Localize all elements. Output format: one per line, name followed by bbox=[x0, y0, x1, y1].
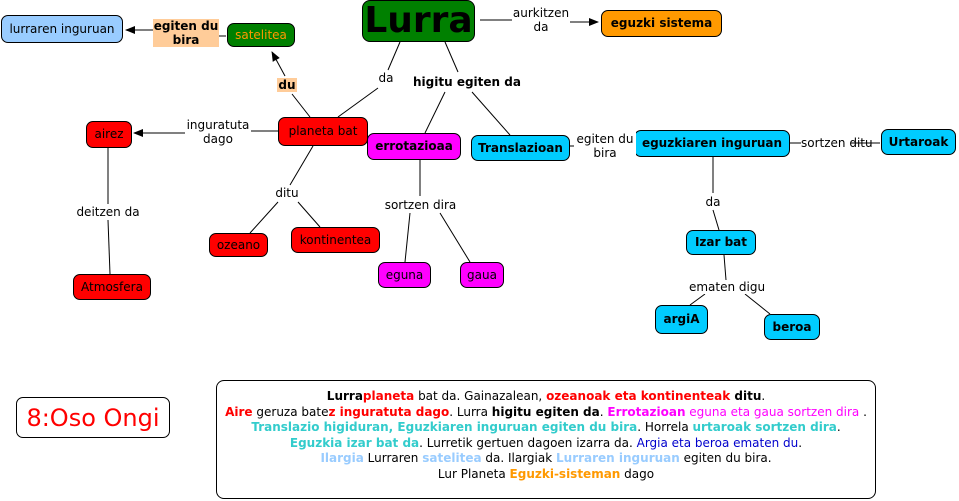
summary-span: geruza bate bbox=[252, 404, 329, 419]
link-label-sortzen-ditu: sortzen ditu bbox=[801, 136, 873, 150]
link-da-planeta bbox=[337, 87, 379, 118]
summary-line-1: Lurraplaneta bat da. Gainazalean, ozeano… bbox=[217, 389, 875, 405]
summary-span: Argia eta beroa ematen du bbox=[636, 435, 799, 450]
link-lurra-higitu bbox=[444, 41, 459, 73]
summary-textbox: Lurraplaneta bat da. Gainazalean, ozeano… bbox=[216, 380, 876, 499]
link-higitu-errotazio bbox=[424, 91, 446, 134]
summary-span: bat da. Gainazalean, bbox=[414, 389, 547, 403]
summary-span: higitu egiten da bbox=[491, 404, 600, 419]
link-lurra-da bbox=[387, 41, 401, 71]
summary-line-3: Translazio higiduran, Eguzkiaren ingurua… bbox=[217, 420, 875, 436]
node-satelitea[interactable]: satelitea bbox=[227, 23, 295, 47]
summary-span: . bbox=[859, 404, 867, 419]
link-label-ematen-digu: ematen digu bbox=[686, 280, 768, 294]
summary-span: Ilargia bbox=[320, 451, 364, 465]
summary-span: . bbox=[761, 389, 766, 403]
link-planeta-du bbox=[291, 93, 311, 118]
node-eguzkiaren-inguruan[interactable]: eguzkiaren inguruan bbox=[634, 130, 790, 157]
node-atmosfera[interactable]: Atmosfera bbox=[73, 274, 151, 300]
link-label-da: da bbox=[376, 71, 396, 85]
link-label-line: aurkitzen bbox=[512, 6, 570, 20]
link-higitu-translazio bbox=[471, 91, 511, 136]
link-label-sortzen-dira: sortzen dira bbox=[383, 198, 458, 212]
summary-span: egiten du bira. bbox=[679, 451, 772, 465]
summary-span: . bbox=[599, 404, 608, 419]
node-urtaroak[interactable]: Urtaroak bbox=[881, 129, 956, 155]
link-ditu-ozeano bbox=[249, 201, 279, 234]
node-translazioan[interactable]: Translazioan bbox=[471, 135, 570, 161]
summary-line-5: Ilargia Lurraren satelitea da. Ilargiak … bbox=[217, 451, 875, 467]
link-sortzen-gaua bbox=[439, 212, 471, 263]
summary-span: Lur Planeta bbox=[437, 466, 510, 481]
node-airez[interactable]: airez bbox=[86, 121, 132, 148]
link-label-higitu: higitu egiten da bbox=[413, 75, 521, 89]
node-planeta-bat[interactable]: planeta bat bbox=[278, 117, 368, 146]
summary-span: Eguzki-sisteman bbox=[509, 466, 621, 481]
node-kontinentea[interactable]: kontinentea bbox=[291, 227, 380, 253]
link-label-inguratuta-dago: inguratuta dago bbox=[185, 118, 251, 146]
summary-line-6: Lur Planeta Eguzki-sisteman dago bbox=[217, 467, 875, 483]
link-label-deitzen-da: deitzen da bbox=[75, 205, 141, 219]
summary-span: . bbox=[798, 435, 803, 450]
link-ematen-beroa bbox=[744, 293, 771, 315]
link-label-egiten-du-bira-2: egiten du bira bbox=[574, 132, 636, 160]
summary-line-2: Aire geruza batez inguratuta dago. Lurra… bbox=[217, 405, 875, 421]
link-label-ditu: ditu bbox=[273, 186, 301, 200]
link-label-line: da bbox=[533, 20, 549, 34]
link-label-line: dago bbox=[203, 132, 233, 146]
summary-span: Errotazioan bbox=[607, 404, 686, 419]
node-eguzki-sistema[interactable]: eguzki sistema bbox=[601, 10, 722, 37]
link-label-line: egiten du bbox=[576, 132, 634, 146]
node-lurra[interactable]: Lurra bbox=[362, 0, 475, 42]
summary-span: . Lurretik gertuen dagoen izarra da. bbox=[419, 435, 637, 450]
link-ematen-argia bbox=[689, 293, 706, 306]
link-ditu-kontinentea bbox=[297, 201, 321, 228]
link-izar-ematen bbox=[723, 254, 727, 281]
summary-span: . bbox=[836, 420, 841, 434]
summary-span: Aire bbox=[225, 404, 253, 419]
node-eguna[interactable]: eguna bbox=[378, 262, 431, 288]
node-argia[interactable]: argiA bbox=[655, 305, 708, 334]
summary-span: Lurraren bbox=[363, 451, 423, 465]
summary-span: da. Ilargiak bbox=[481, 451, 556, 465]
node-izar-bat[interactable]: Izar bat bbox=[686, 230, 756, 255]
node-beroa[interactable]: beroa bbox=[764, 314, 820, 340]
summary-span: ozeanoak eta kontinenteak bbox=[546, 389, 731, 403]
link-label-line: bira bbox=[172, 33, 200, 47]
grade-box: 8:Oso Ongi bbox=[16, 397, 170, 438]
link-label-du: du bbox=[277, 78, 297, 92]
link-label-aurkitzen-da: aurkitzen da bbox=[512, 6, 570, 34]
summary-span: Lurraren inguruan bbox=[556, 451, 680, 465]
link-label-line: egiten du bbox=[153, 19, 219, 33]
summary-span: . Lurra bbox=[449, 404, 492, 419]
link-label-line: inguratuta bbox=[186, 118, 250, 132]
link-du-satelitea bbox=[271, 51, 286, 77]
grade-text: 8:Oso Ongi bbox=[26, 403, 160, 432]
link-deitzen-atmosfera bbox=[107, 219, 111, 275]
summary-span: satelitea bbox=[422, 451, 482, 465]
summary-span: planeta bbox=[362, 389, 415, 403]
summary-span: eguna eta gaua sortzen dira bbox=[685, 404, 860, 419]
node-lurraren-inguruan[interactable]: lurraren inguruan bbox=[1, 15, 123, 43]
link-label-egiten-du-bira: egiten du bira bbox=[153, 19, 219, 47]
node-gaua[interactable]: gaua bbox=[460, 262, 504, 288]
summary-span: ditu bbox=[730, 389, 762, 403]
link-planeta-ditu bbox=[289, 145, 314, 186]
summary-span: dago bbox=[620, 466, 655, 481]
node-ozeano[interactable]: ozeano bbox=[209, 233, 268, 257]
link-label-line: bira bbox=[593, 146, 617, 160]
link-sortzen-eguna bbox=[404, 212, 411, 263]
summary-span: . Horrela bbox=[637, 420, 693, 434]
summary-line-4: Eguzkia izar bat da. Lurretik gertuen da… bbox=[217, 436, 875, 452]
link-label-da-izar: da bbox=[702, 195, 724, 209]
summary-span: urtaroak sortzen dira bbox=[692, 420, 837, 434]
summary-span: Lurra bbox=[326, 389, 363, 403]
link-da-izar bbox=[712, 209, 720, 231]
summary-span: z inguratuta dago bbox=[328, 404, 450, 419]
summary-span: Translazio higiduran, Eguzkiaren ingurua… bbox=[251, 420, 638, 434]
node-errotazioaa[interactable]: errotazioaa bbox=[367, 133, 461, 160]
summary-span: Eguzkia izar bat da bbox=[289, 435, 420, 450]
